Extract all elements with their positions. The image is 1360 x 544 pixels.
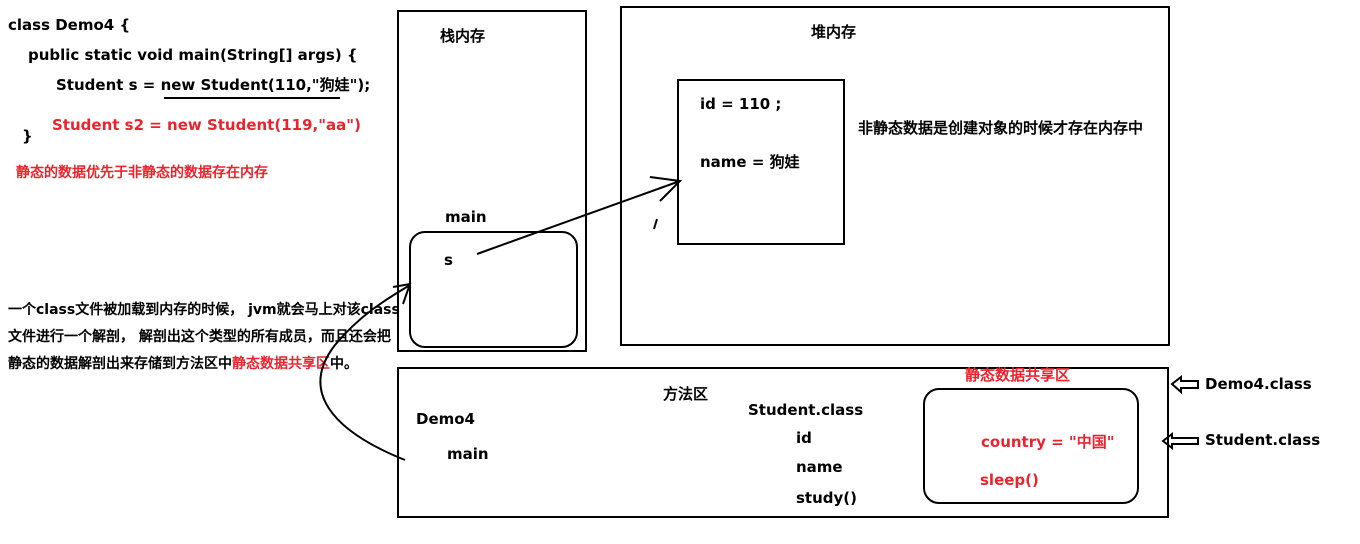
student-member-study: study() [796, 489, 858, 507]
demo4-class-pointer-icon [1170, 374, 1199, 395]
reference-arrow-head [649, 176, 683, 202]
demo4-class-label: Demo4 [416, 410, 475, 428]
stack-memory-title: 栈内存 [440, 27, 486, 45]
code-line-class: class Demo4 { [8, 16, 131, 34]
non-static-note: 非静态数据是创建对象的时候才存在内存中 [858, 119, 1144, 137]
object-field-id: id = 110 ; [700, 95, 782, 113]
main-to-stack-arrow-head [392, 282, 412, 305]
method-area-title: 方法区 [663, 385, 709, 403]
demo4-main-method: main [447, 445, 489, 463]
class-loading-suffix: 中。 [330, 356, 358, 372]
student-class-file-label: Student.class [1205, 431, 1321, 449]
static-shared-area-title: 静态数据共享区 [965, 366, 1071, 384]
class-loading-text: 一个class文件被加载到内存的时候， jvm就会马上对该class文件进行一个… [8, 302, 400, 372]
static-field-country: country = "中国" [981, 433, 1115, 451]
class-loading-note: 一个class文件被加载到内存的时候， jvm就会马上对该class文件进行一个… [8, 297, 403, 378]
stack-variable-s: s [444, 251, 453, 269]
student-class-pointer-icon [1161, 431, 1199, 451]
heap-memory-title: 堆内存 [811, 23, 857, 41]
student-object-box [677, 79, 845, 245]
student-class-label: Student.class [748, 401, 864, 419]
main-stack-frame [409, 231, 578, 348]
method-area-box [397, 367, 1169, 518]
tick-mark [653, 218, 658, 230]
student-member-name: name [796, 458, 843, 476]
heap-memory-box [620, 6, 1170, 346]
static-method-sleep: sleep() [980, 471, 1039, 489]
static-shared-area-box [923, 388, 1139, 504]
student-member-id: id [796, 429, 812, 447]
code-line-main: public static void main(String[] args) { [28, 46, 358, 64]
stack-memory-box [397, 10, 587, 352]
code-line-new-s: Student s = new Student(110,"狗娃"); [56, 76, 371, 94]
main-frame-label: main [445, 208, 487, 226]
demo4-class-file-label: Demo4.class [1205, 375, 1312, 393]
main-to-stack-arrow [319, 284, 411, 461]
reference-arrow-shaft [476, 180, 681, 255]
code-line-new-s2: Student s2 = new Student(119,"aa") [52, 116, 361, 134]
code-line-close: } [22, 127, 33, 145]
class-loading-highlight: 静态数据共享区 [232, 356, 330, 372]
static-priority-note: 静态的数据优先于非静态的数据存在内存 [16, 165, 268, 181]
object-field-name: name = 狗娃 [700, 153, 800, 171]
